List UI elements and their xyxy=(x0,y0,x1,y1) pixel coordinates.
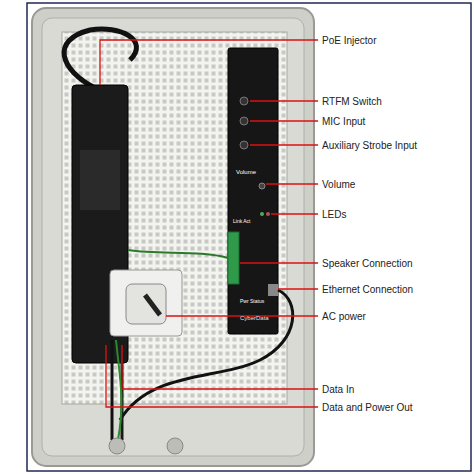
enclosure-body xyxy=(32,8,314,466)
backplate xyxy=(62,32,287,404)
panel-text: Volume xyxy=(236,169,256,176)
ground-wire xyxy=(116,340,122,440)
callout-label: PoE Injector xyxy=(322,35,376,46)
led xyxy=(266,212,270,216)
enclosure-lid xyxy=(42,18,304,456)
callout-label: RTFM Switch xyxy=(322,96,382,107)
paging-device xyxy=(228,48,278,334)
callout-label: Auxiliary Strobe Input xyxy=(322,140,417,151)
ground-wire xyxy=(128,250,228,258)
callout-label: Ethernet Connection xyxy=(322,284,413,295)
callout-label: Speaker Connection xyxy=(322,258,413,269)
ethernet-cable xyxy=(120,290,293,420)
callout-label: AC power xyxy=(322,311,366,322)
data-cable xyxy=(111,340,114,440)
strobe-jack xyxy=(240,141,248,149)
brand-text: CyberData xyxy=(240,315,269,322)
cable-gland xyxy=(167,438,183,454)
injector-label xyxy=(80,150,120,210)
volume-knob xyxy=(259,183,265,189)
panel-text: Pwr Status xyxy=(240,299,264,305)
cable-gland xyxy=(109,438,125,454)
plug xyxy=(145,295,160,315)
rtfm-switch xyxy=(240,97,248,105)
callout-label: LEDs xyxy=(322,209,346,220)
panel-text: Link Act xyxy=(233,219,251,225)
figure-frame xyxy=(27,3,471,471)
ethernet-port xyxy=(268,284,278,296)
led xyxy=(260,212,264,216)
ac-outlet xyxy=(126,284,166,324)
callout-label: MIC Input xyxy=(322,116,365,127)
ac-outlet-box xyxy=(110,270,182,336)
mic-jack xyxy=(240,117,248,125)
callout-label: Data and Power Out xyxy=(322,402,413,413)
callout-label: Volume xyxy=(322,179,355,190)
leader-lines xyxy=(100,40,318,407)
terminal-block xyxy=(228,232,239,284)
callout-label: Data In xyxy=(322,384,354,395)
